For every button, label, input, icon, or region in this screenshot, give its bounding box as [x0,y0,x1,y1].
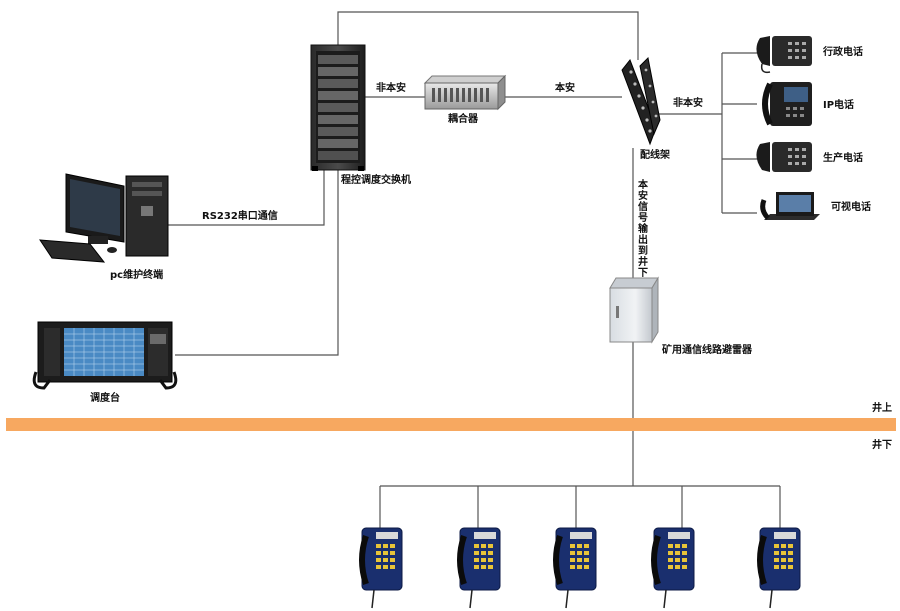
mine-phones [359,527,801,609]
downhole-signal-label: 本安信号输出到井下 [638,180,648,279]
line-switch-to-patch-top [337,11,639,60]
switch-rack-icon [310,44,366,171]
ground-divider [6,418,896,431]
video-phone-label: 可视电话 [831,202,871,213]
lightning-arrester-icon [609,276,659,344]
pc-terminal-icon [39,173,169,263]
console-label: 调度台 [90,393,120,404]
line-rs232 [168,170,325,226]
production-phone-label: 生产电话 [823,153,863,164]
coupler-label: 耦合器 [448,114,478,125]
switch-label: 程控调度交换机 [341,175,411,186]
video-phone-icon [760,192,820,220]
non-safe-left-label: 非本安 [376,83,406,94]
ip-phone-label: IP电话 [823,100,855,111]
mine-phone-2-icon [457,527,501,609]
mine-phone-4-icon [651,527,695,609]
dispatch-console-icon [32,321,178,390]
admin-phone-label: 行政电话 [823,47,863,58]
line-console [175,170,339,356]
above-ground-label: 井上 [872,403,892,414]
admin-phone-icon [756,36,812,74]
rs232-label: RS232串口通信 [202,211,278,222]
mine-phone-1-icon [359,527,403,609]
mine-phone-5-icon [757,527,801,609]
non-safe-right-label: 非本安 [673,98,703,109]
arrester-label: 矿用通信线路避雷器 [662,345,752,356]
below-ground-label: 井下 [872,440,892,451]
patch-panel-label: 配线架 [640,150,670,161]
coupler-icon [423,74,507,111]
production-phone-icon [756,142,812,172]
connection-lines [168,11,781,528]
pc-label: pc维护终端 [110,270,164,281]
patch-panel-icon [621,56,661,146]
safe-label: 本安 [555,83,575,94]
mine-phone-3-icon [553,527,597,609]
ip-phone-icon [762,82,812,126]
